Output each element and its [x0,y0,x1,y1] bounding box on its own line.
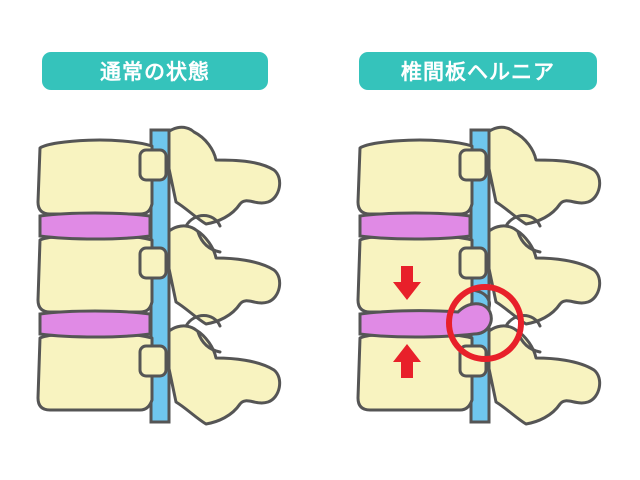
hernia-highlight-circle-icon [446,284,524,362]
compression-arrow-down-icon [393,266,421,300]
panel-title-hernia: 椎間板ヘルニア [359,52,597,90]
compression-arrow-up-icon [393,344,421,378]
hernia-spine [356,125,602,426]
panel-title-normal: 通常の状態 [42,52,268,90]
normal-spine [36,125,282,426]
herniated-disc [358,302,493,339]
normal-discs [38,211,152,339]
compression-arrows [393,266,421,378]
